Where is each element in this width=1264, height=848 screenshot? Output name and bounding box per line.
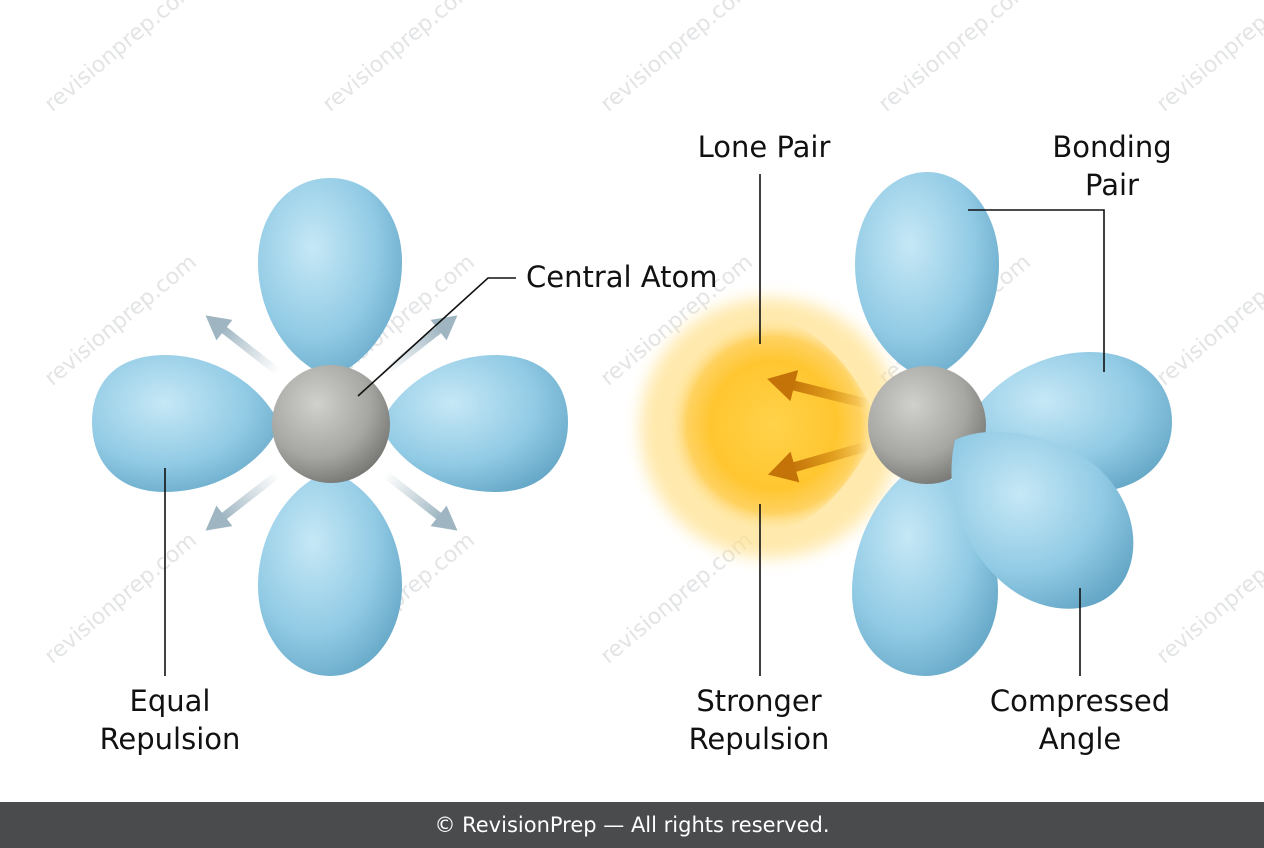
repulsion-arrow-down-left [205, 470, 281, 531]
bonding-lobe-compressed [951, 431, 1134, 609]
central-atom-leader [357, 277, 516, 397]
stronger-repulsion-arrow-upper [767, 370, 870, 409]
lone-pair-label: Lone Pair [697, 130, 831, 164]
bonding-pair-leader [968, 209, 1105, 372]
compressed-angle-label: Compressed Angle [989, 684, 1171, 756]
copyright-text: © RevisionPrep — All rights reserved. [434, 813, 830, 837]
bonding-lobe-bottom [258, 470, 402, 676]
repulsion-arrow-down-right [382, 470, 458, 531]
bonding-pair-label: Bonding Pair [1052, 130, 1172, 202]
bonding-lobe-top [258, 178, 402, 378]
bonding-lobe-upper [855, 172, 999, 380]
bonding-lobe-right [380, 355, 568, 492]
repulsion-arrow-up-left [205, 315, 281, 376]
copyright-footer: © RevisionPrep — All rights reserved. [0, 802, 1264, 848]
lone-pair-lobe [668, 318, 880, 532]
equal-repulsion-label: Equal Repulsion [99, 684, 241, 756]
central-atom-label: Central Atom [526, 260, 718, 294]
bonding-lobe-left [92, 355, 280, 492]
lone-pair-molecule [640, 172, 1172, 676]
equal-repulsion-molecule [92, 178, 568, 676]
repulsion-arrow-up-right [382, 315, 458, 376]
stronger-repulsion-label: Stronger Repulsion [688, 684, 830, 756]
stronger-repulsion-arrow-lower [768, 441, 870, 483]
